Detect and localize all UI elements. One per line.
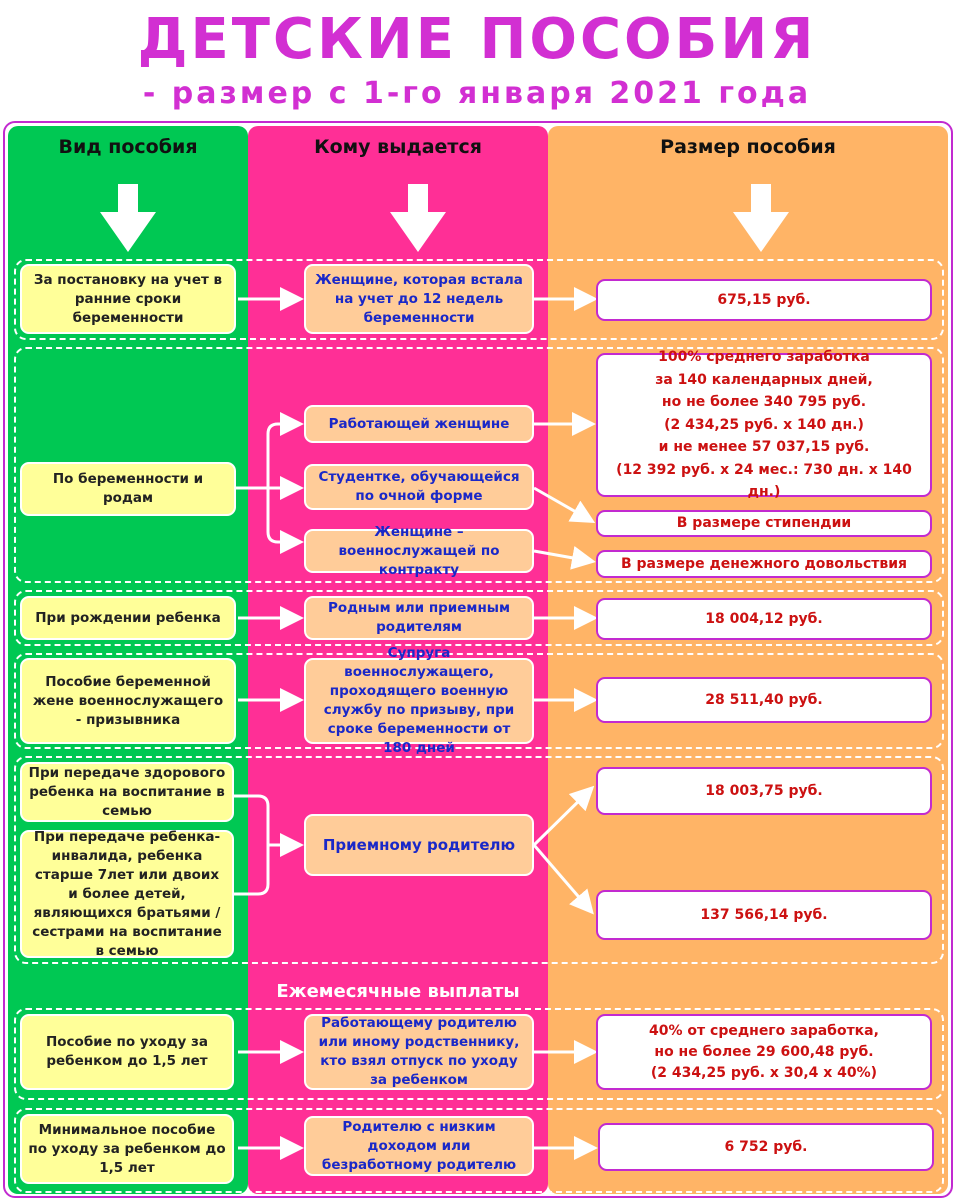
amount-military: В размере денежного довольствия bbox=[596, 550, 932, 578]
amount-student: В размере стипендии bbox=[596, 510, 932, 537]
amount-line: 100% среднего заработка bbox=[658, 349, 870, 366]
amount-conscript-wife: 28 511,40 руб. bbox=[596, 677, 932, 723]
amount-early-registration: 675,15 руб. bbox=[596, 279, 932, 321]
type-care-allowance: Пособие по уходу за ребенком до 1,5 лет bbox=[20, 1014, 234, 1090]
row-group-birth bbox=[14, 590, 944, 646]
page-title: ДЕТСКИЕ ПОСОБИЯ bbox=[137, 7, 817, 72]
amount-care-allowance: 40% от среднего заработка, но не более 2… bbox=[596, 1014, 932, 1090]
column-header-type: Вид пособия bbox=[58, 136, 198, 158]
amount-line: и не менее 57 037,15 руб. bbox=[658, 439, 870, 456]
recipient-early-registration: Женщине, которая встала на учет до 12 не… bbox=[304, 264, 534, 334]
amount-minimal-allowance: 6 752 руб. bbox=[598, 1123, 934, 1171]
row-group-care bbox=[14, 1008, 944, 1100]
recipient-military-woman: Женщине – военнослужащей по контракту bbox=[304, 524, 534, 578]
amount-birth: 18 004,12 руб. bbox=[596, 598, 932, 640]
row-group-minimal bbox=[14, 1108, 944, 1193]
type-birth: При рождении ребенка bbox=[20, 596, 236, 640]
amount-line: но не более 29 600,48 руб. bbox=[654, 1043, 874, 1060]
row-group-adoption bbox=[14, 756, 944, 964]
row-group-early bbox=[14, 259, 944, 340]
amount-line: (2 434,25 руб. х 30,4 х 40%) bbox=[650, 1064, 878, 1081]
amount-healthy-child: 18 003,75 руб. bbox=[596, 767, 932, 815]
type-disabled-child: При передаче ребенка-инвалида, ребенка с… bbox=[20, 829, 234, 959]
recipient-care-allowance: Работающему родителю или иному родственн… bbox=[304, 1014, 534, 1090]
right-arrow-icon bbox=[234, 287, 598, 1160]
amount-disabled-child: 137 566,14 руб. bbox=[596, 890, 932, 940]
down-arrow-icon bbox=[733, 184, 789, 252]
type-conscript-wife: Пособие беременной жене военнослужащего … bbox=[20, 658, 236, 744]
recipient-student: Студентке, обучающейся по очной форме bbox=[304, 464, 534, 510]
recipient-working-woman: Работающей женщине bbox=[304, 405, 534, 443]
amount-line: 40% от среднего заработка, bbox=[649, 1022, 879, 1039]
type-minimal-allowance: Минимальное пособие по уходу за ребенком… bbox=[20, 1114, 234, 1184]
amount-line: за 140 календарных дней, bbox=[655, 371, 873, 388]
column-header-recipient: Кому выдается bbox=[314, 136, 482, 158]
down-arrow-icon bbox=[390, 184, 446, 252]
amount-line: (12 392 руб. х 24 мес.: 730 дн. х 140 дн… bbox=[616, 461, 912, 501]
type-maternity: По беременности и родам bbox=[20, 462, 236, 516]
amount-line: но не более 340 795 руб. bbox=[661, 394, 867, 411]
row-group-maternity bbox=[14, 347, 944, 583]
recipient-minimal-allowance: Родителю с низким доходом или безработно… bbox=[304, 1116, 534, 1176]
monthly-heading: Ежемесячные выплаты bbox=[276, 981, 520, 1002]
page-subtitle: - размер с 1-го января 2021 года bbox=[142, 76, 812, 111]
type-healthy-child: При передаче здорового ребенка на воспит… bbox=[20, 762, 234, 822]
recipient-conscript-wife: Супруга военнослужащего, проходящего вое… bbox=[304, 645, 534, 756]
amount-line: (2 434,25 руб. х 140 дн.) bbox=[664, 416, 864, 433]
column-header-amount: Размер пособия bbox=[660, 136, 836, 158]
row-group-conscript bbox=[14, 653, 944, 749]
type-early-registration: За постановку на учет в ранние сроки бер… bbox=[20, 264, 236, 334]
recipient-adoption: Приемному родителю bbox=[304, 814, 534, 876]
recipient-birth: Родным или приемным родителям bbox=[304, 596, 534, 640]
amount-maternity-working: 100% среднего заработка за 140 календарн… bbox=[596, 349, 932, 500]
down-arrow-icon bbox=[100, 184, 156, 252]
